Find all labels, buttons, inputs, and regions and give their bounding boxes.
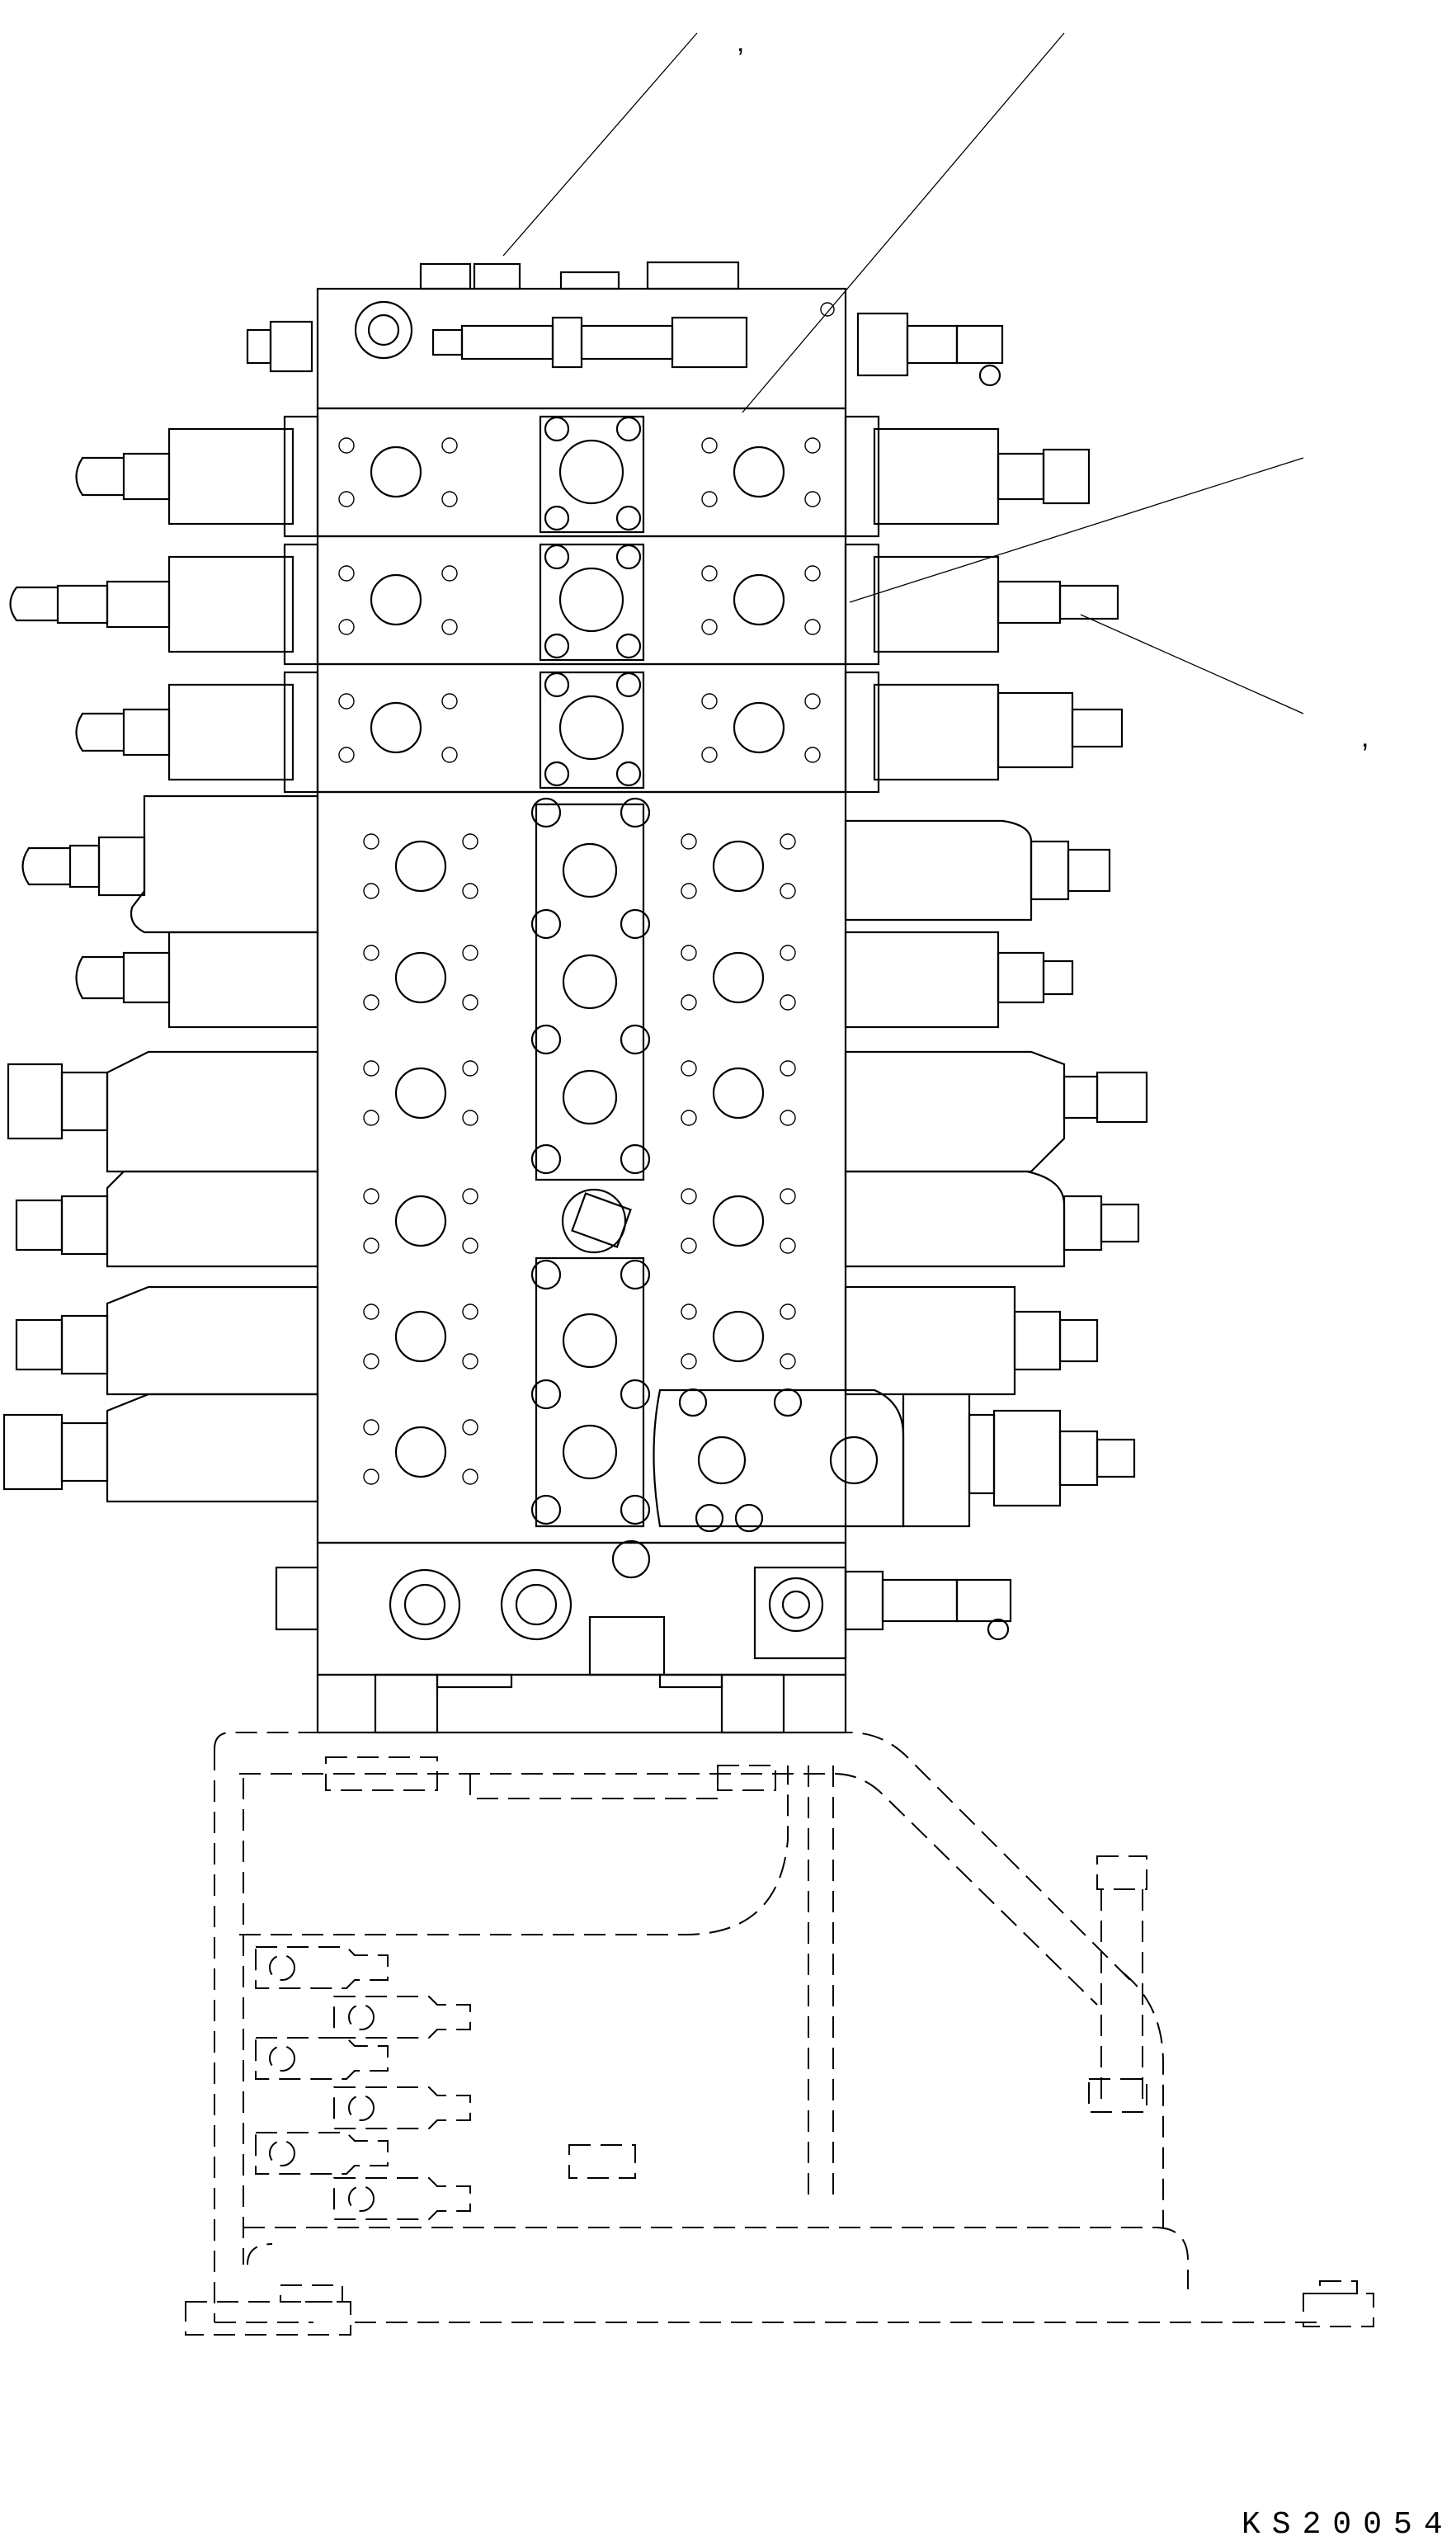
body-ports (363, 833, 796, 1485)
upper-sections (316, 407, 847, 794)
drawing-code: KS200542 (1242, 2507, 1456, 2541)
left-solenoids-upper (9, 415, 319, 794)
right-solenoids-upper (844, 415, 1124, 794)
section-3-ports (338, 671, 821, 790)
right-solenoids-lower (844, 819, 1148, 1507)
terminal-connectors (255, 1946, 636, 2220)
end-block (275, 1539, 1012, 1734)
main-body (316, 790, 996, 1544)
section-2-ports (338, 543, 821, 662)
top-callout-mark: , (737, 26, 744, 58)
mounting-bracket (185, 1732, 1374, 2336)
left-solenoids-lower (2, 794, 319, 1503)
leader-lines (502, 32, 1304, 714)
right-callout-mark: , (1361, 722, 1369, 753)
body-bolts (530, 797, 651, 1525)
section-1-ports (338, 415, 821, 534)
top-cover-block (246, 261, 1004, 410)
